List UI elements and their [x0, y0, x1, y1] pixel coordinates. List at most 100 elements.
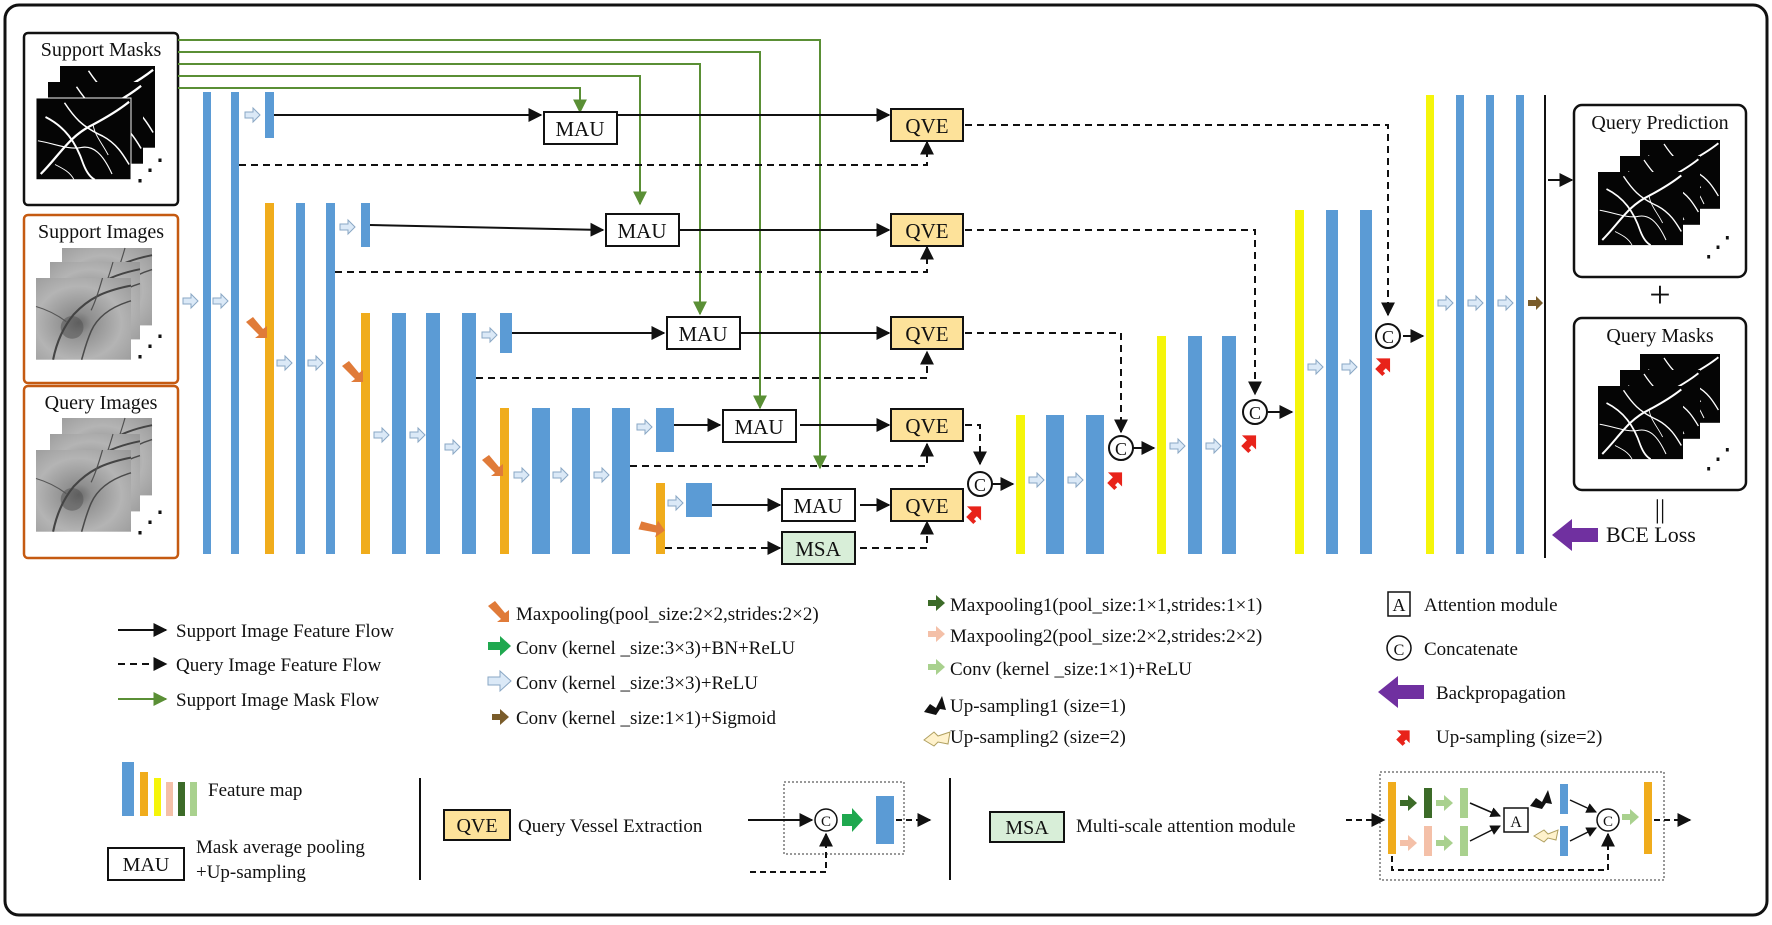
support-feature-flow-lines — [274, 108, 891, 512]
legend-maxpooling1: Maxpooling1(pool_size:1×1,strides:1×1) — [950, 595, 1262, 616]
bce-loss-label: BCE Loss — [1606, 522, 1696, 547]
msa-detail-diagram: A C — [1346, 771, 1692, 881]
concat-circle: C — [1108, 435, 1134, 461]
decoder-feature-maps — [1016, 95, 1546, 558]
mask-flow-lines — [178, 39, 827, 470]
legend: Support Image Feature Flow Query Image F… — [107, 591, 1692, 883]
ellipsis-glyph: ⋰ — [135, 154, 165, 187]
maxpool-arrow-icon — [488, 601, 509, 622]
svg-text:QVE: QVE — [905, 114, 948, 138]
svg-text:QVE: QVE — [905, 322, 948, 346]
legend-support-mask-flow: Support Image Mask Flow — [176, 690, 379, 711]
mau-box: MAU — [605, 213, 680, 247]
svg-text:C: C — [974, 475, 986, 495]
qve-box: QVE — [890, 108, 964, 142]
feature-map-legend-icon — [122, 762, 197, 816]
legend-conv-sigmoid: Conv (kernel _size:1×1)+Sigmoid — [516, 708, 776, 729]
query-feature-flow-lines — [239, 124, 1395, 555]
msa-box: MSA — [781, 531, 856, 565]
svg-text:MSA: MSA — [795, 537, 841, 561]
svg-text:A: A — [1393, 595, 1406, 615]
qve-box: QVE — [890, 316, 964, 350]
outer-border — [3, 3, 1769, 917]
conv-sigmoid-arrow-icon — [492, 709, 509, 725]
legend-maxpooling: Maxpooling(pool_size:2×2,strides:2×2) — [516, 604, 819, 625]
qve-box: QVE — [890, 488, 964, 522]
mau-boxes: MAU MAU MAU MAU MAU MSA — [543, 111, 856, 565]
upsampling1-arrow-icon — [924, 696, 946, 715]
svg-text:C: C — [821, 814, 831, 830]
legend-concatenate: Concatenate — [1424, 639, 1518, 660]
legend-qve-desc: Query Vessel Extraction — [518, 816, 703, 837]
svg-text:C: C — [1394, 642, 1405, 659]
encoder-feature-maps — [203, 92, 712, 554]
query-images-panel: Query Images ⋰ — [22, 384, 180, 560]
ellipsis-glyph: ⋰ — [1704, 444, 1732, 475]
legend-attention-module: Attention module — [1424, 595, 1558, 616]
conv-bn-relu-arrow-icon — [488, 636, 511, 656]
legend-conv-bn-relu: Conv (kernel _size:3×3)+BN+ReLU — [516, 638, 795, 659]
svg-text:MAU: MAU — [678, 322, 727, 346]
support-masks-title: Support Masks — [41, 39, 162, 61]
svg-text:QVE: QVE — [905, 414, 948, 438]
legend-upsampling2: Up-sampling2 (size=2) — [950, 727, 1126, 748]
svg-text:MAU: MAU — [793, 494, 842, 518]
svg-text:MAU: MAU — [734, 415, 783, 439]
qve-legend-box — [443, 809, 511, 841]
decoder-arrow-glyphs — [1028, 294, 1514, 489]
legend-conv-relu: Conv (kernel _size:3×3)+ReLU — [516, 673, 758, 694]
qve-detail-diagram: C — [748, 781, 932, 873]
support-images-panel: Support Images ⋰ — [22, 213, 180, 385]
ellipsis-glyph: ⋰ — [135, 330, 165, 363]
svg-text:C: C — [1115, 439, 1127, 459]
svg-text:C: C — [1249, 403, 1261, 423]
svg-text:QVE: QVE — [456, 815, 497, 837]
mau-box: MAU — [666, 316, 741, 350]
upsampling-red-icon — [1396, 730, 1410, 746]
svg-text:QVE: QVE — [905, 219, 948, 243]
mau-box: MAU — [722, 409, 797, 443]
query-masks-panel: Query Masks ⋰ — [1572, 316, 1748, 492]
svg-text:MAU: MAU — [123, 854, 170, 876]
svg-text:MAU: MAU — [555, 117, 604, 141]
concatenate-icon — [1386, 635, 1412, 661]
legend-support-feature-flow: Support Image Feature Flow — [176, 621, 394, 642]
svg-text:MAU: MAU — [617, 219, 666, 243]
svg-text:A: A — [1510, 814, 1522, 831]
legend-upsampling-size2: Up-sampling (size=2) — [1436, 727, 1602, 748]
upsampling-red-glyphs — [966, 358, 1391, 525]
equals-sign: || — [1655, 495, 1665, 524]
legend-conv1x1-relu: Conv (kernel _size:1×1)+ReLU — [950, 659, 1192, 680]
mau-box: MAU — [543, 111, 618, 145]
conv-relu-arrow-icon — [487, 669, 512, 693]
mau-legend-box — [107, 847, 185, 881]
legend-feature-map: Feature map — [208, 780, 302, 801]
conv1x1-relu-arrow-icon — [928, 659, 945, 675]
maxpool1-arrow-icon — [928, 595, 945, 611]
maxpooling-arrow-glyphs — [246, 317, 665, 538]
conv-arrow-glyphs — [182, 106, 684, 512]
ellipsis-glyph: ⋰ — [1704, 232, 1732, 263]
query-prediction-panel: Query Prediction ⋰ — [1572, 103, 1748, 279]
concat-circle: C — [967, 471, 993, 497]
ellipsis-glyph: ⋰ — [135, 506, 165, 539]
msa-legend-box — [989, 811, 1065, 843]
backprop-arrow-icon — [1552, 519, 1598, 551]
query-images-title: Query Images — [45, 392, 158, 414]
legend-msa-desc: Multi-scale attention module — [1076, 816, 1296, 837]
support-images-title: Support Images — [38, 221, 164, 243]
plus-sign: + — [1649, 274, 1670, 316]
legend-query-feature-flow: Query Image Feature Flow — [176, 655, 382, 676]
legend-mau-desc-1: Mask average pooling — [196, 837, 365, 858]
concat-circles: C C C C — [967, 323, 1401, 497]
svg-text:QVE: QVE — [905, 494, 948, 518]
legend-upsampling1: Up-sampling1 (size=1) — [950, 696, 1126, 717]
legend-backpropagation: Backpropagation — [1436, 683, 1566, 704]
legend-mau-desc-2: +Up-sampling — [196, 862, 306, 883]
mau-box: MAU — [781, 488, 856, 522]
legend-maxpooling2: Maxpooling2(pool_size:2×2,strides:2×2) — [950, 626, 1262, 647]
backpropagation-icon — [1378, 676, 1424, 708]
bce-loss: BCE Loss — [1552, 519, 1696, 551]
sigmoid-arrow-glyph — [1528, 296, 1543, 310]
